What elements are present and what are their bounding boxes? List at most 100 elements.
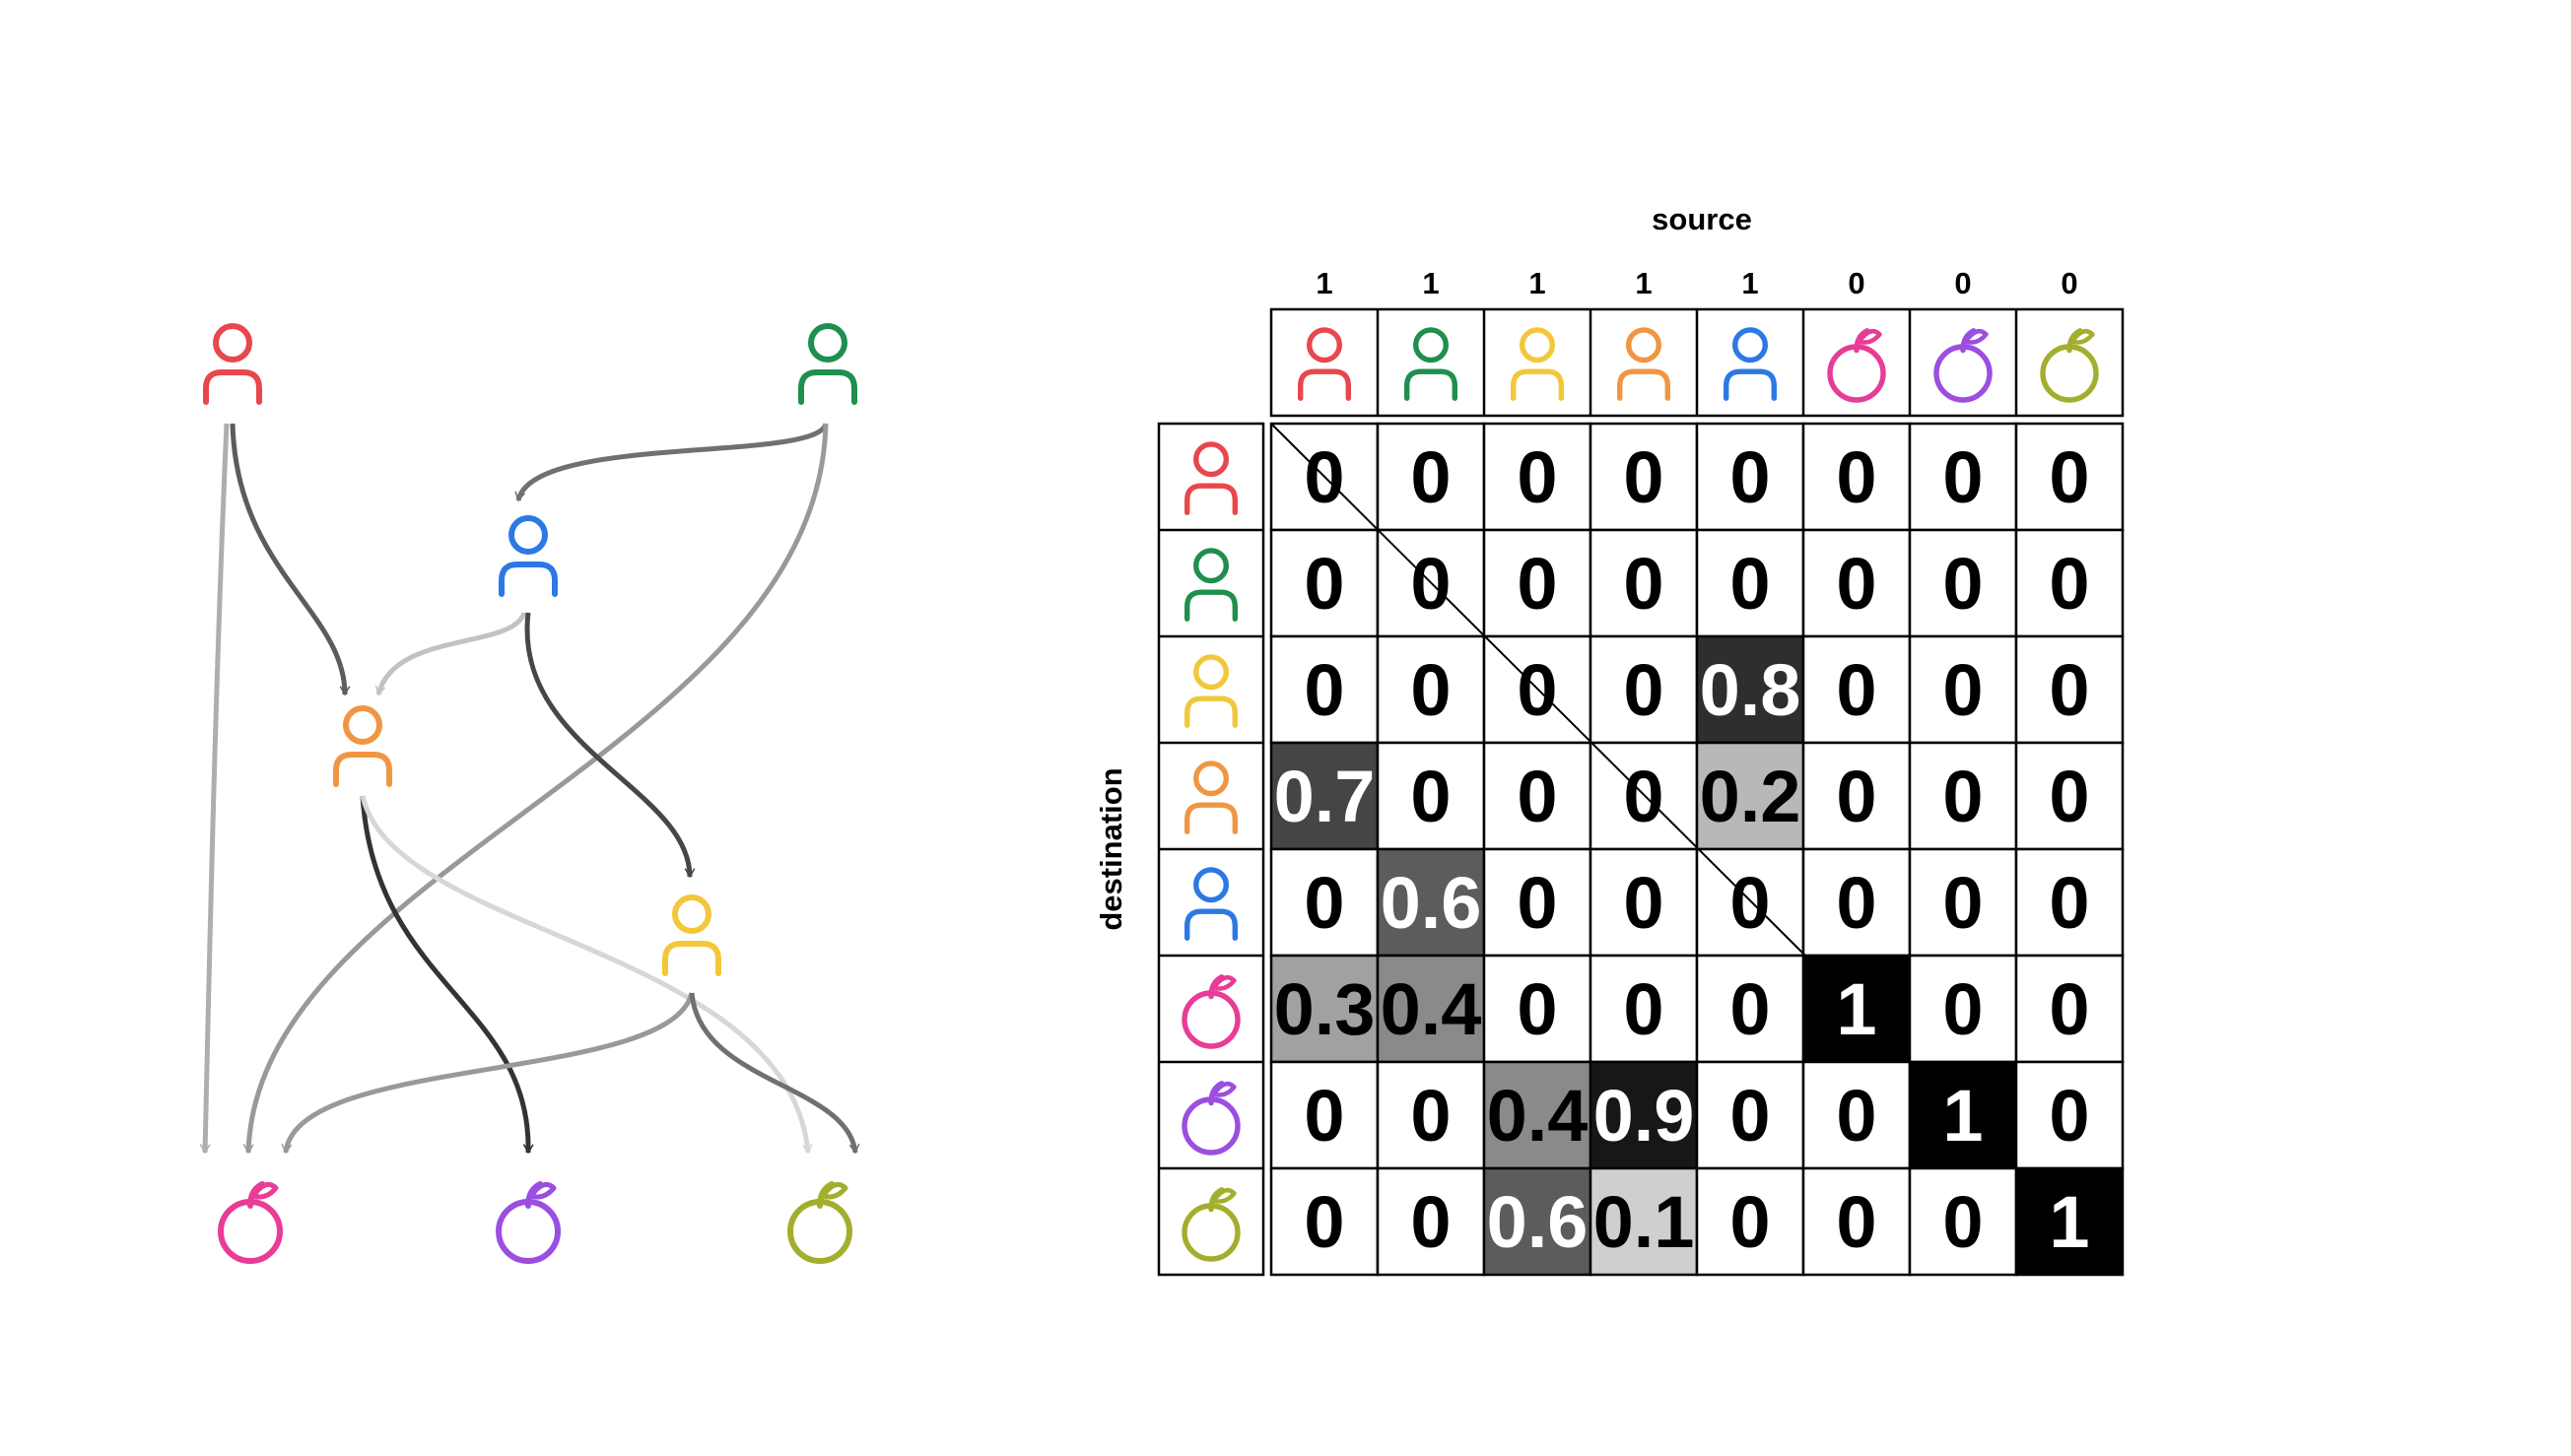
matrix-cells: 000000000000000000000.80000.70000.200000… xyxy=(1269,422,2125,1277)
matrix-cell: 0.4 xyxy=(1376,954,1486,1064)
graph-node-olive-apple-icon xyxy=(787,1181,852,1264)
matrix-cell-value: 0 xyxy=(1942,436,1983,518)
matrix-cell: 0 xyxy=(1589,422,1699,532)
matrix-cell: 0 xyxy=(1482,528,1592,638)
edge-green-person-to-blue-person xyxy=(514,422,829,502)
column-sum-7: 0 xyxy=(2061,266,2077,300)
matrix-cell-value: 0 xyxy=(1304,649,1344,731)
matrix-cell-value: 0 xyxy=(1942,649,1983,731)
graph-node-yellow-person-icon xyxy=(662,894,721,976)
destination-header-pink-apple-icon xyxy=(1182,974,1241,1049)
column-sum-5: 0 xyxy=(1848,266,1864,300)
matrix-cell-value: 0 xyxy=(1623,436,1663,518)
matrix-cell-value: 0 xyxy=(1304,1181,1344,1263)
matrix-cell: 0 xyxy=(1376,1166,1486,1277)
matrix-cell-value: 0 xyxy=(1304,862,1344,944)
matrix-cell-value: 0 xyxy=(1836,436,1876,518)
matrix-cell: 0 xyxy=(1482,422,1592,532)
matrix-diagonal xyxy=(1270,423,1806,957)
matrix-cell: 0 xyxy=(1376,741,1486,851)
column-sum-3: 1 xyxy=(1635,266,1652,300)
matrix-cell-value: 0 xyxy=(1836,543,1876,625)
matrix-cell: 0 xyxy=(2014,847,2125,958)
source-header-red-person-icon xyxy=(1297,327,1352,401)
matrix-cell: 0.6 xyxy=(1376,847,1486,958)
matrix-cell: 0 xyxy=(1801,1166,1912,1277)
matrix-cell: 0 xyxy=(1589,634,1699,745)
matrix-cell: 0.7 xyxy=(1269,741,1380,851)
matrix-cell: 0 xyxy=(1589,528,1699,638)
matrix-cell: 0 xyxy=(1908,422,2018,532)
matrix-cell-value: 0 xyxy=(1729,862,1770,944)
matrix-cell: 0 xyxy=(1801,422,1912,532)
matrix-cell: 0 xyxy=(1695,1166,1805,1277)
matrix-cell-value: 0 xyxy=(2049,649,2089,731)
matrix-cell: 0 xyxy=(1908,634,2018,745)
graph-node-orange-person-icon xyxy=(333,705,392,787)
matrix-cell-value: 0 xyxy=(1942,862,1983,944)
source-header-green-person-icon xyxy=(1403,327,1458,401)
matrix-cell-value: 0.4 xyxy=(1487,1075,1589,1157)
matrix-cell-value: 0 xyxy=(1410,756,1451,837)
matrix-cell-value: 0 xyxy=(1623,649,1663,731)
edge-green-person-to-pink-apple xyxy=(242,423,829,1155)
matrix-cell: 0 xyxy=(1908,1166,2018,1277)
matrix-cell-value: 0 xyxy=(1623,968,1663,1050)
matrix-cell-value: 0 xyxy=(1517,436,1557,518)
column-sum-6: 0 xyxy=(1954,266,1971,300)
matrix-cell-value: 0 xyxy=(1304,1075,1344,1157)
edge-yellow-person-to-pink-apple xyxy=(281,992,695,1155)
matrix-cell: 0 xyxy=(1589,954,1699,1064)
matrix-cell: 0 xyxy=(1695,422,1805,532)
matrix-cell-value: 0.7 xyxy=(1274,756,1376,837)
edge-yellow-person-to-olive-apple xyxy=(689,992,860,1155)
matrix-cell: 0 xyxy=(2014,528,2125,638)
matrix-cell-value: 0.1 xyxy=(1593,1181,1695,1263)
matrix-cell: 0 xyxy=(1695,528,1805,638)
destination-header-olive-apple-icon xyxy=(1182,1187,1241,1262)
graph-nodes xyxy=(203,323,857,1264)
matrix-cell: 0.6 xyxy=(1482,1166,1592,1277)
matrix-cell-value: 0 xyxy=(1410,1075,1451,1157)
matrix-cell: 0 xyxy=(1589,847,1699,958)
matrix-cell: 0 xyxy=(2014,741,2125,851)
matrix-cell: 0 xyxy=(2014,954,2125,1064)
matrix-cell-value: 0.2 xyxy=(1700,756,1801,837)
matrix-cell: 0 xyxy=(1269,528,1380,638)
matrix-cell-value: 0 xyxy=(1942,756,1983,837)
matrix-cell: 0 xyxy=(1695,1060,1805,1170)
matrix-cell: 0 xyxy=(1376,1060,1486,1170)
matrix-cell: 0.8 xyxy=(1695,634,1805,745)
destination-header-green-person-icon xyxy=(1184,548,1239,622)
edge-blue-person-to-orange-person xyxy=(374,611,527,696)
matrix-cell-value: 0 xyxy=(1942,968,1983,1050)
matrix-cell-value: 0 xyxy=(1836,1181,1876,1263)
matrix-cell: 0.1 xyxy=(1589,1166,1699,1277)
matrix-cell-value: 0 xyxy=(1836,862,1876,944)
destination-header-purple-apple-icon xyxy=(1182,1081,1241,1156)
matrix-cell: 0 xyxy=(1908,954,2018,1064)
matrix-cell: 0 xyxy=(1801,528,1912,638)
matrix-cell-value: 0.3 xyxy=(1274,968,1376,1050)
matrix-cell-value: 0 xyxy=(1517,862,1557,944)
matrix-cell-value: 1 xyxy=(1836,968,1876,1050)
matrix-cell-value: 0 xyxy=(1623,756,1663,837)
matrix-cell-value: 0 xyxy=(2049,1075,2089,1157)
matrix-cell: 1 xyxy=(1908,1060,2018,1170)
matrix-cell-value: 1 xyxy=(2049,1181,2089,1263)
matrix-cell: 0 xyxy=(1801,634,1912,745)
matrix-cell-value: 0 xyxy=(2049,968,2089,1050)
matrix-cell-value: 0 xyxy=(1517,543,1557,625)
column-sum-0: 1 xyxy=(1316,266,1332,300)
matrix-cell: 1 xyxy=(1801,954,1912,1064)
matrix-cell: 0 xyxy=(1801,1060,1912,1170)
matrix-cell: 0 xyxy=(1376,634,1486,745)
matrix-cell-value: 0 xyxy=(1304,543,1344,625)
matrix-cell: 0 xyxy=(1482,741,1592,851)
matrix-cell: 0 xyxy=(2014,1060,2125,1170)
matrix-cell-value: 0 xyxy=(1942,543,1983,625)
matrix-cell-value: 0 xyxy=(1729,1181,1770,1263)
edge-orange-person-to-purple-apple xyxy=(360,795,534,1155)
edge-orange-person-to-olive-apple xyxy=(360,795,813,1155)
